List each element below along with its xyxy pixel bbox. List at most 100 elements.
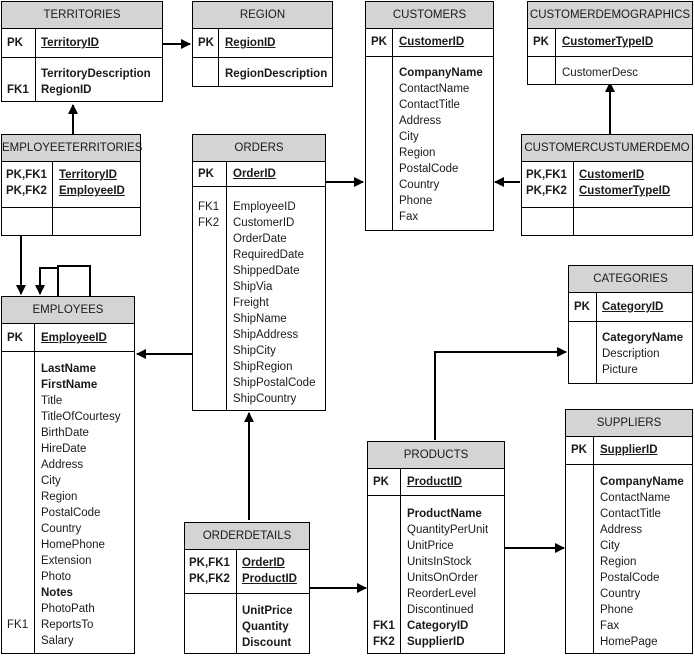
- pk-field: CategoryID: [602, 301, 664, 313]
- field: Country: [600, 588, 641, 600]
- field: Fax: [399, 211, 419, 223]
- field: LastName: [41, 363, 96, 375]
- entity-region[interactable]: REGION PK RegionID RegionDescription: [192, 1, 333, 87]
- field: UnitPrice: [242, 605, 293, 617]
- field: Salary: [41, 635, 74, 647]
- field: Country: [41, 523, 82, 535]
- pk-label: PK: [574, 301, 590, 313]
- fk-label: FK1: [7, 84, 29, 96]
- field: ShipVia: [233, 281, 273, 293]
- field: ContactTitle: [399, 99, 460, 111]
- field: City: [41, 475, 61, 487]
- field: RegionID: [41, 84, 92, 96]
- field: CustomerID: [233, 217, 295, 229]
- entity-territories[interactable]: TERRITORIES PK TerritoryID FK1 Territory…: [1, 1, 163, 102]
- field: Region: [41, 491, 78, 503]
- pk-field: CustomerID: [399, 36, 465, 48]
- key-label: PK,FK2: [189, 573, 230, 585]
- entity-products[interactable]: PRODUCTS PK ProductID ProductName Quanti…: [367, 441, 505, 654]
- key-label: PK,FK1: [6, 169, 47, 181]
- entity-title: ORDERDETAILS: [185, 523, 309, 550]
- entity-customercustomerdemo[interactable]: CUSTOMERCUSTUMERDEMO PK,FK1 PK,FK2 Custo…: [521, 134, 693, 236]
- pk-label: PK: [373, 476, 389, 488]
- pk-label: PK: [198, 168, 214, 180]
- field: ShipPostalCode: [233, 377, 316, 389]
- field: PostalCode: [399, 163, 459, 175]
- pk-label: PK: [371, 36, 387, 48]
- field: OrderDate: [233, 233, 287, 245]
- field: TerritoryDescription: [41, 68, 151, 80]
- entity-title: SUPPLIERS: [566, 410, 692, 437]
- fk-label: FK1: [7, 619, 29, 631]
- fk-label: FK2: [198, 217, 220, 229]
- field: Notes: [41, 587, 73, 599]
- field: Region: [600, 556, 637, 568]
- key-field: CustomerTypeID: [579, 185, 671, 197]
- field: ContactTitle: [600, 508, 661, 520]
- field: PostalCode: [41, 507, 101, 519]
- pk-label: PK: [198, 37, 214, 49]
- field: CompanyName: [399, 67, 483, 79]
- field: Region: [399, 147, 436, 159]
- key-label: PK,FK2: [526, 185, 567, 197]
- pk-field: SupplierID: [600, 444, 658, 456]
- field: ShipAddress: [233, 329, 299, 341]
- entity-title: CUSTOMERDEMOGRAPHICS: [528, 2, 692, 29]
- field: CategoryName: [602, 332, 684, 344]
- entity-suppliers[interactable]: SUPPLIERS PK SupplierID CompanyName Cont…: [565, 409, 693, 654]
- field: Quantity: [242, 621, 289, 633]
- field: Discontinued: [407, 604, 474, 616]
- field: Phone: [399, 195, 433, 207]
- field: ShipName: [233, 313, 287, 325]
- field: UnitPrice: [407, 540, 454, 552]
- pk-field: EmployeeID: [41, 332, 107, 344]
- field: QuantityPerUnit: [407, 524, 489, 536]
- field: Discount: [242, 637, 292, 649]
- field: Address: [399, 115, 442, 127]
- field: ProductName: [407, 508, 482, 520]
- field: ReorderLevel: [407, 588, 477, 600]
- key-field: EmployeeID: [59, 185, 125, 197]
- field: BirthDate: [41, 427, 89, 439]
- field: FirstName: [41, 379, 98, 391]
- field: ShipCountry: [233, 393, 297, 405]
- entity-title: CUSTOMERS: [366, 2, 493, 29]
- key-label: PK,FK1: [189, 557, 230, 569]
- entity-employees[interactable]: EMPLOYEES PK EmployeeID LastName FirstNa…: [1, 296, 135, 654]
- pk-label: PK: [7, 332, 23, 344]
- entity-employeeterritories[interactable]: EMPLOYEETERRITORIES PK,FK1 PK,FK2 Territ…: [1, 134, 142, 236]
- entity-title: EMPLOYEETERRITORIES: [2, 135, 142, 162]
- key-field: OrderID: [242, 557, 285, 569]
- field: CompanyName: [600, 476, 684, 488]
- pk-field: TerritoryID: [41, 37, 99, 49]
- field: PostalCode: [600, 572, 660, 584]
- field: Freight: [233, 297, 269, 309]
- field: ShipCity: [233, 345, 276, 357]
- entity-title: TERRITORIES: [2, 2, 162, 29]
- key-field: ProductID: [242, 573, 297, 585]
- entity-title: PRODUCTS: [368, 442, 504, 469]
- field: Extension: [41, 555, 92, 567]
- employees-selfref-arrow: [35, 267, 58, 295]
- field: ContactName: [600, 492, 671, 504]
- entity-orders[interactable]: ORDERS PK OrderID FK1 FK2 EmployeeID Cus…: [192, 134, 326, 411]
- field: Fax: [600, 620, 620, 632]
- employees-reportsto-connector: [57, 265, 91, 296]
- key-label: PK,FK2: [6, 185, 47, 197]
- field: SupplierID: [407, 636, 465, 648]
- field: Address: [600, 524, 643, 536]
- entity-orderdetails[interactable]: ORDERDETAILS PK,FK1 PK,FK2 OrderID Produ…: [184, 522, 310, 654]
- field: RegionDescription: [225, 68, 328, 80]
- key-field: TerritoryID: [59, 169, 117, 181]
- key-label: PK,FK1: [526, 169, 567, 181]
- field: RequiredDate: [233, 249, 304, 261]
- field: City: [399, 131, 419, 143]
- entity-categories[interactable]: CATEGORIES PK CategoryID CategoryName De…: [568, 265, 693, 384]
- field: HireDate: [41, 443, 87, 455]
- entity-customerdemographics[interactable]: CUSTOMERDEMOGRAPHICS PK CustomerTypeID C…: [527, 1, 693, 85]
- entity-customers[interactable]: CUSTOMERS PK CustomerID CompanyName Cont…: [365, 1, 494, 231]
- pk-field: OrderID: [233, 168, 276, 180]
- field: CategoryID: [407, 620, 469, 632]
- field: Phone: [600, 604, 634, 616]
- pk-field: ProductID: [407, 476, 462, 488]
